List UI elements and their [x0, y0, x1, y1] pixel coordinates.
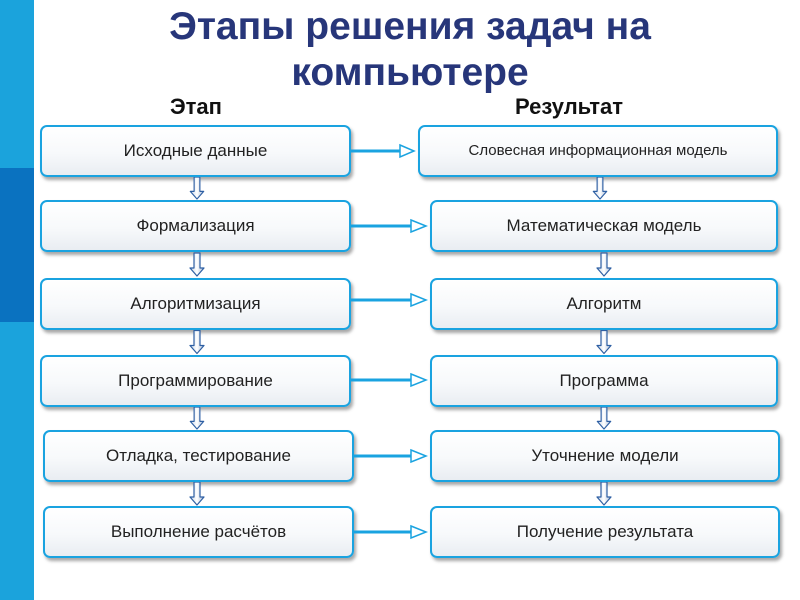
right-arrow — [351, 218, 429, 234]
down-arrow-icon — [189, 177, 205, 200]
stage-box-formalization: Формализация — [40, 200, 351, 252]
down-arrow-icon — [189, 482, 205, 506]
result-column-header: Результат — [515, 94, 624, 119]
result-box-verbal-model: Словесная информационная модель — [418, 125, 778, 177]
down-arrow-icon — [592, 177, 608, 200]
result-box-model-refinement: Уточнение модели — [430, 430, 780, 482]
stage-box-programming: Программирование — [40, 355, 351, 407]
right-arrow — [351, 143, 416, 159]
stage-box-execution: Выполнение расчётов — [43, 506, 354, 558]
sidebar-accent — [0, 168, 34, 322]
down-arrow-icon — [596, 407, 612, 430]
stage-box-algorithmization: Алгоритмизация — [40, 278, 351, 330]
stage-box-debugging: Отладка, тестирование — [43, 430, 354, 482]
result-box-algorithm: Алгоритм — [430, 278, 778, 330]
stage-column-header: Этап — [170, 94, 222, 119]
right-arrow — [351, 372, 429, 388]
page-title: Этапы решения задач на компьютере — [169, 5, 651, 94]
down-arrow-icon — [189, 252, 205, 277]
right-arrow — [354, 448, 429, 464]
down-arrow-icon — [189, 407, 205, 430]
down-arrow-icon — [596, 330, 612, 355]
stage-box-input-data: Исходные данные — [40, 125, 351, 177]
right-arrow — [351, 292, 429, 308]
result-box-math-model: Математическая модель — [430, 200, 778, 252]
down-arrow-icon — [596, 482, 612, 506]
right-arrow — [354, 524, 429, 540]
result-box-getting-result: Получение результата — [430, 506, 780, 558]
result-box-program: Программа — [430, 355, 778, 407]
down-arrow-icon — [189, 330, 205, 355]
down-arrow-icon — [596, 252, 612, 277]
